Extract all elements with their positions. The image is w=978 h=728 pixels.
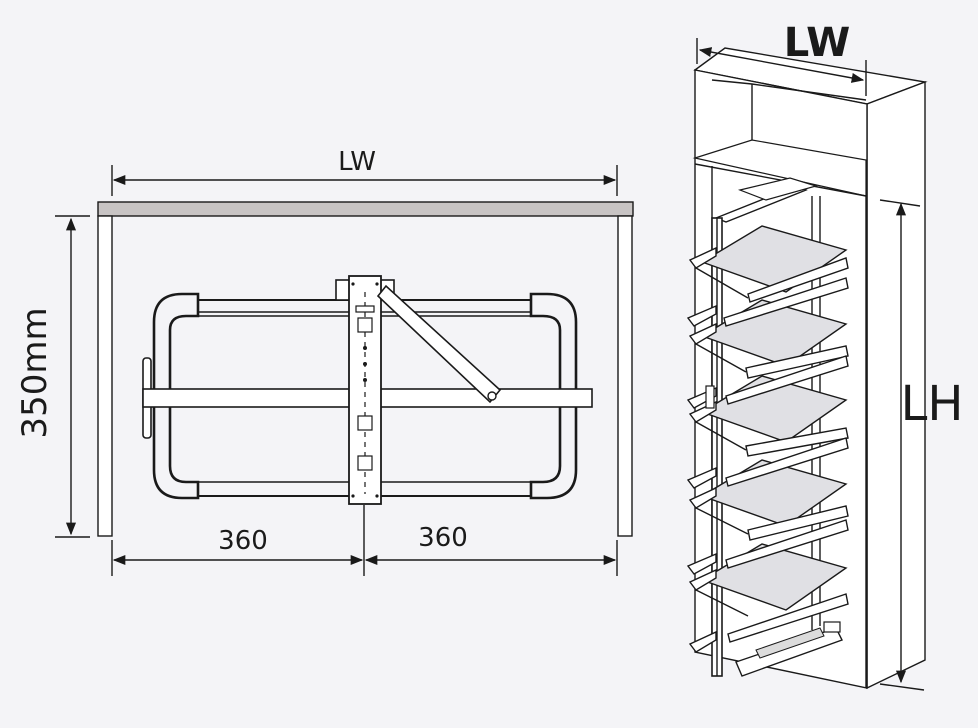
plan-width-dimension: LW xyxy=(111,147,618,196)
plan-view: LW 350mm 360 360 xyxy=(15,147,634,576)
plan-split-dimension: 360 360 xyxy=(111,505,618,576)
plan-width-label: LW xyxy=(338,147,376,177)
shelf-tier-3 xyxy=(686,355,849,457)
plan-right-label: 360 xyxy=(418,523,468,553)
shelf-tier-4 xyxy=(686,437,849,541)
cabinet-height-dimension: LH xyxy=(879,199,964,691)
plan-cabinet-outline xyxy=(97,201,634,537)
basket-frame xyxy=(142,275,593,505)
cabinet-width-label: LW xyxy=(784,20,851,66)
plan-depth-dimension: 350mm xyxy=(15,215,90,538)
shelf-tier-1 xyxy=(688,225,849,303)
shelf-tiers xyxy=(686,225,849,653)
cabinet-width-dimension: LW xyxy=(696,20,867,96)
cabinet-view: LW LH xyxy=(686,20,964,691)
plan-left-label: 360 xyxy=(218,526,268,556)
cabinet-height-label: LH xyxy=(901,376,964,432)
shelf-tier-5 xyxy=(686,519,849,653)
shelf-tier-2 xyxy=(686,277,849,379)
plan-depth-label: 350mm xyxy=(15,307,55,438)
